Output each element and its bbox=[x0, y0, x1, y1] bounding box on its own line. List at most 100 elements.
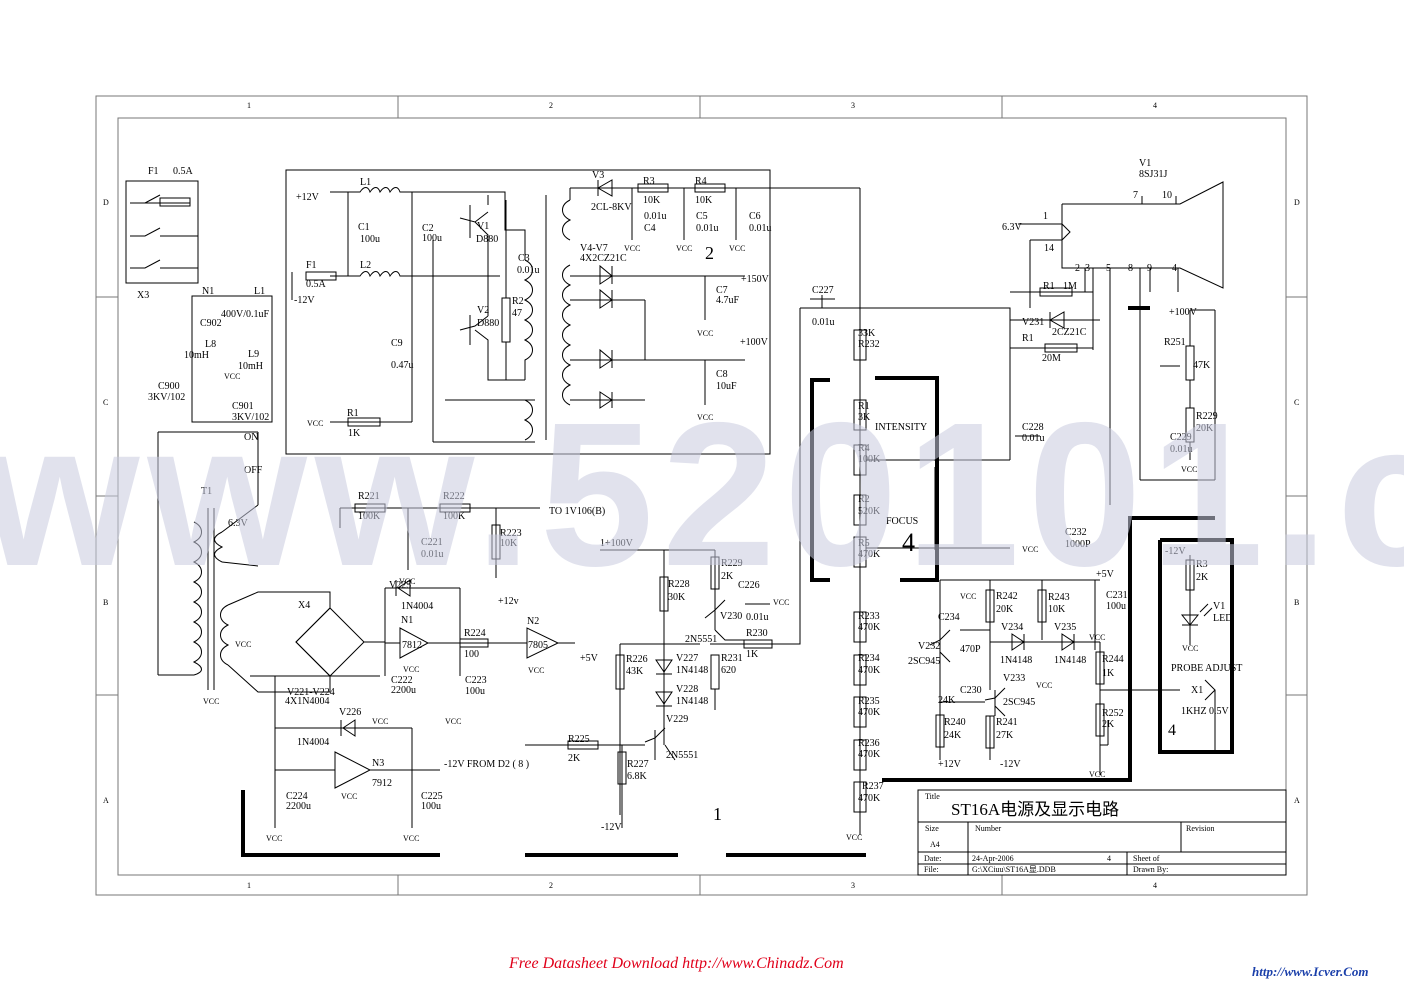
label-vcc224: VCC bbox=[266, 834, 282, 843]
label-v221: V221-V224 bbox=[287, 687, 335, 698]
grid-row-B-right: B bbox=[1294, 598, 1299, 607]
label-vcc8: VCC bbox=[697, 413, 713, 422]
label-r237: R237 bbox=[862, 781, 884, 792]
label-blk1: 1 bbox=[713, 804, 722, 824]
label-c2: C2 bbox=[422, 223, 434, 234]
label-m12d: -12V bbox=[1000, 759, 1021, 770]
label-r2v: 47 bbox=[512, 308, 522, 319]
label-c3: C3 bbox=[518, 253, 530, 264]
label-r2b: R2 bbox=[858, 494, 870, 505]
grid-col-3-bottom: 3 bbox=[851, 881, 855, 890]
number-label: Number bbox=[975, 824, 1002, 833]
label-v1: V1 bbox=[477, 221, 489, 232]
label-p2: 2 bbox=[1075, 263, 1080, 274]
label-r244v: 1K bbox=[1102, 668, 1115, 679]
label-f1b: F1 bbox=[306, 260, 317, 271]
label-c227v: 0.01u bbox=[812, 317, 835, 328]
label-p5b: +5V bbox=[1096, 569, 1115, 580]
label-r1b: R1 bbox=[858, 401, 870, 412]
label-r4: R4 bbox=[695, 176, 707, 187]
label-vcc6: VCC bbox=[729, 244, 745, 253]
sheet-number: 4 bbox=[1107, 854, 1111, 863]
label-v1tv: 8SJ31J bbox=[1139, 169, 1167, 180]
label-vcc252: VCC bbox=[1089, 770, 1105, 779]
label-c4: C4 bbox=[644, 223, 656, 234]
label-v3: V3 bbox=[592, 170, 604, 181]
label-v230: V230 bbox=[720, 611, 742, 622]
label-vccT: VCC bbox=[203, 697, 219, 706]
grid-col-2-top: 2 bbox=[549, 101, 553, 110]
label-v230v: 2N5551 bbox=[685, 634, 717, 645]
label-p3: 3 bbox=[1085, 263, 1090, 274]
label-x3: X3 bbox=[137, 290, 149, 301]
label-r2bv: 520K bbox=[858, 506, 881, 517]
label-vcc233: VCC bbox=[1036, 681, 1052, 690]
label-r234: R234 bbox=[858, 653, 880, 664]
label-n2: N2 bbox=[527, 616, 539, 627]
grid-col-1-bottom: 1 bbox=[247, 881, 251, 890]
label-v2: V2 bbox=[477, 305, 489, 316]
label-v234: V234 bbox=[1001, 622, 1023, 633]
file-value: G:\XCiuu\ST16A显.DDB bbox=[972, 865, 1056, 874]
label-n3v: 7912 bbox=[372, 778, 392, 789]
label-c221: C221 bbox=[421, 537, 443, 548]
label-c4v: 0.01u bbox=[644, 211, 667, 222]
label-r235: R235 bbox=[858, 696, 880, 707]
grid-col-3-top: 3 bbox=[851, 101, 855, 110]
size-value: A4 bbox=[930, 840, 940, 849]
title-label: Title bbox=[925, 792, 940, 801]
label-c7v: 4.7uF bbox=[716, 295, 740, 306]
grid-row-D-right: D bbox=[1294, 198, 1300, 207]
label-r4bv: 100K bbox=[858, 454, 881, 465]
label-v225: V225 bbox=[389, 580, 411, 591]
label-c224: C224 bbox=[286, 791, 308, 802]
footer-download-link[interactable]: Free Datasheet Download http://www.China… bbox=[509, 955, 844, 972]
label-v226: V226 bbox=[339, 707, 361, 718]
label-r3bv: 2K bbox=[1196, 572, 1209, 583]
label-v229v: 2N5551 bbox=[666, 750, 698, 761]
label-c6v: 0.01u bbox=[749, 223, 772, 234]
label-c901: C901 bbox=[232, 401, 254, 412]
label-r244: R244 bbox=[1102, 654, 1124, 665]
label-c229v: 0.01u bbox=[1170, 444, 1193, 455]
label-r224v: 100 bbox=[464, 649, 479, 660]
label-r1av: 1K bbox=[348, 428, 361, 439]
label-r241: R241 bbox=[996, 717, 1018, 728]
label-v63b: 6.3V bbox=[1002, 222, 1023, 233]
label-v231: V231 bbox=[1022, 317, 1044, 328]
label-c231: C231 bbox=[1106, 590, 1128, 601]
file-label: File: bbox=[924, 865, 939, 874]
label-n2v: 7805 bbox=[528, 640, 548, 651]
label-vccLed: VCC bbox=[1182, 644, 1198, 653]
label-r230v: 1K bbox=[746, 649, 759, 660]
label-p1100: 1+100V bbox=[600, 538, 634, 549]
label-r228: R228 bbox=[668, 579, 690, 590]
label-vcc231: VCC bbox=[1089, 633, 1105, 642]
label-p100: +100V bbox=[740, 337, 769, 348]
label-r252v: 2K bbox=[1102, 719, 1115, 730]
footer-site-link[interactable]: http://www.Icver.Com bbox=[1252, 964, 1369, 979]
label-c9: C9 bbox=[391, 338, 403, 349]
label-off: OFF bbox=[244, 465, 263, 476]
label-vccN3: VCC bbox=[341, 792, 357, 801]
label-f1v: 0.5A bbox=[173, 166, 194, 177]
label-r223: R223 bbox=[500, 528, 522, 539]
label-p12c: +12V bbox=[938, 759, 962, 770]
label-c231v: 100u bbox=[1106, 601, 1126, 612]
label-p5: 5 bbox=[1106, 263, 1111, 274]
label-vcc225: VCC bbox=[403, 834, 419, 843]
label-c222: C222 bbox=[391, 675, 413, 686]
label-c8: C8 bbox=[716, 369, 728, 380]
label-f1bv: 0.5A bbox=[306, 279, 327, 290]
label-p100b: +100V bbox=[1169, 307, 1198, 318]
label-p14: 14 bbox=[1044, 243, 1054, 254]
label-r4b: R4 bbox=[858, 443, 870, 454]
label-t1: T1 bbox=[201, 486, 212, 497]
label-r3: R3 bbox=[643, 176, 655, 187]
label-m12e: -12V bbox=[1165, 546, 1186, 557]
label-r236v: 470K bbox=[858, 749, 881, 760]
label-r243: R243 bbox=[1048, 592, 1070, 603]
label-r1bv: 3K bbox=[858, 412, 871, 423]
label-v234v: 1N4148 bbox=[1000, 655, 1032, 666]
